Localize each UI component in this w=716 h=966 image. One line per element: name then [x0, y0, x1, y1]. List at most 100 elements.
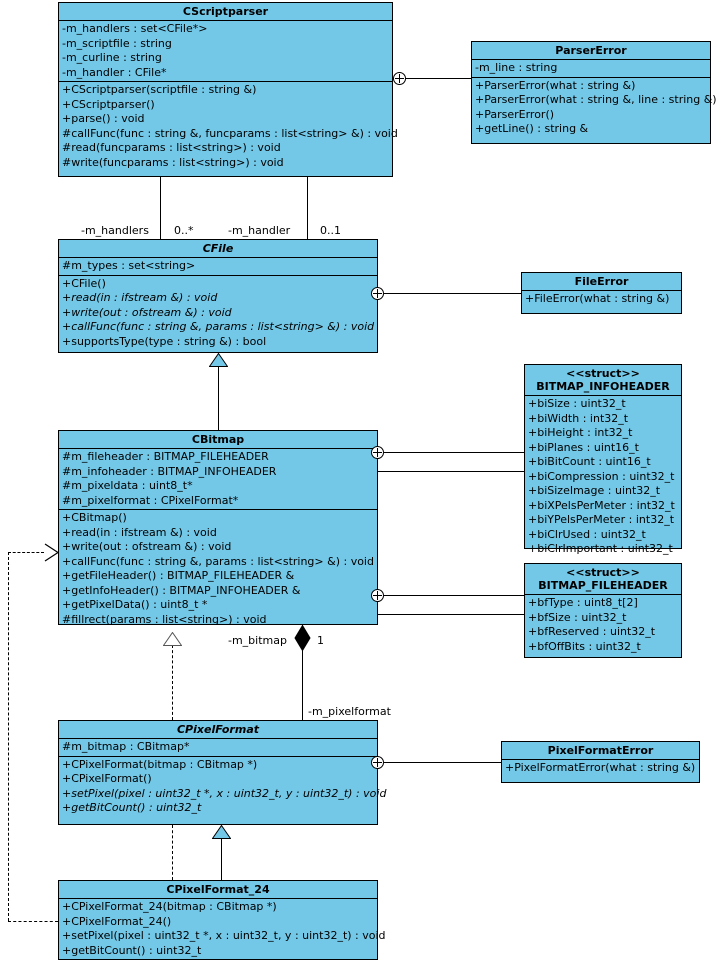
operation: +callFunc(func : string &, params : list…	[62, 320, 375, 333]
attributes-bitmap-infoheader: +biSize : uint32_t +biWidth : int32_t +b…	[525, 396, 681, 558]
class-title-bitmap-infoheader: BITMAP_INFOHEADER	[536, 380, 670, 393]
attribute: +bfSize : uint32_t	[528, 610, 627, 624]
stereotype-struct-infoheader: <<struct>>	[566, 367, 640, 380]
dependency-cpf24-cbitmap-bottom	[8, 921, 58, 922]
operation: +CPixelFormat_24()	[62, 914, 172, 928]
label-bitmap-mult: 1	[317, 634, 324, 647]
realization-cpf24-dashed-vertical	[172, 645, 173, 720]
class-title-cbitmap: CBitmap	[191, 433, 245, 446]
attribute: #m_infoheader : BITMAP_INFOHEADER	[62, 464, 277, 478]
generalization-cbitmap-cfile-line	[218, 366, 219, 430]
operation: +ParserError(what : string &)	[475, 78, 636, 92]
operations-parsererror: +ParserError(what : string &) +ParserErr…	[472, 78, 716, 138]
generalization-cpf24-cpf-line	[221, 838, 222, 880]
attributes-bitmap-fileheader: +bfType : uint8_t[2] +bfSize : uint32_t …	[525, 595, 681, 655]
anchor-icon-parsererror	[393, 72, 406, 85]
generalization-triangle-cpixelformat	[212, 825, 231, 839]
operation: +CScriptparser()	[62, 97, 155, 111]
class-pixelformaterror[interactable]: PixelFormatError +PixelFormatError(what …	[501, 741, 700, 783]
attribute: +biClrUsed : uint32_t	[528, 527, 646, 541]
class-parsererror[interactable]: ParserError -m_line : string +ParserErro…	[471, 41, 716, 144]
class-cscriptparser[interactable]: CScriptparser -m_handlers : set<CFile*> …	[58, 2, 398, 177]
attribute: #m_types : set<string>	[62, 259, 196, 272]
attribute: +biWidth : int32_t	[528, 411, 629, 425]
label-handlers-role: -m_handlers	[81, 224, 149, 237]
class-title-fileerror: FileError	[574, 275, 629, 288]
connector-infoheader-bottom	[378, 471, 524, 472]
connector-pixelformaterror	[384, 762, 501, 763]
attribute: -m_scriptfile : string	[62, 36, 172, 50]
attribute: +bfOffBits : uint32_t	[528, 639, 641, 653]
dependency-arrowhead	[44, 543, 60, 562]
attributes-cpixelformat: #m_bitmap : CBitmap*	[59, 739, 377, 756]
composition-pixelformat-line	[302, 625, 303, 720]
class-title-bitmap-fileheader: BITMAP_FILEHEADER	[538, 579, 668, 592]
operation: +read(in : ifstream &) : void	[62, 525, 217, 539]
connector-parsererror	[399, 78, 471, 79]
label-handlers-mult: 0..*	[174, 224, 194, 237]
realization-cpf24-dashed-lower	[172, 825, 173, 880]
class-fileerror[interactable]: FileError +FileError(what : string &)	[521, 272, 682, 314]
class-cpixelformat[interactable]: CPixelFormat #m_bitmap : CBitmap* +CPixe…	[58, 720, 386, 825]
connector-fileheader-top	[384, 595, 524, 596]
association-handler-line	[307, 177, 308, 239]
dependency-cpf24-cbitmap-top	[8, 552, 44, 553]
operations-cscriptparser: +CScriptparser(scriptfile : string &) +C…	[59, 82, 398, 171]
connector-fileerror	[384, 293, 521, 294]
attribute: #m_bitmap : CBitmap*	[62, 740, 190, 753]
operation: #read(funcparams : list<string>) : void	[62, 141, 281, 154]
attribute: +biSizeImage : uint32_t	[528, 484, 661, 497]
operation: #callFunc(func : string &, funcparams : …	[62, 126, 398, 140]
operations-cbitmap: +CBitmap() +read(in : ifstream &) : void…	[59, 510, 377, 628]
operation: +write(out : ofstream &) : void	[62, 305, 232, 319]
generalization-triangle-cfile	[209, 353, 228, 367]
dependency-cpf24-cbitmap-vertical	[8, 552, 9, 921]
attribute: -m_line : string	[475, 61, 558, 74]
class-cpixelformat-24[interactable]: CPixelFormat_24 +CPixelFormat_24(bitmap …	[58, 880, 386, 960]
anchor-icon-fileheader	[371, 589, 384, 602]
operations-cpixelformat-24: +CPixelFormat_24(bitmap : CBitmap *) +CP…	[59, 899, 386, 959]
operation: +FileError(what : string &)	[525, 292, 670, 305]
attribute: #m_pixelformat : CPixelFormat*	[62, 493, 239, 507]
class-title-cscriptparser: CScriptparser	[182, 5, 269, 18]
operation: +ParserError(what : string &, line : str…	[475, 93, 716, 106]
operation: +parse() : void	[62, 112, 145, 125]
operation: #write(funcparams : list<string>) : void	[62, 155, 284, 169]
class-title-cpixelformat: CPixelFormat	[176, 723, 260, 736]
operation: +CScriptparser(scriptfile : string &)	[62, 83, 257, 96]
operation: +CBitmap()	[62, 511, 127, 524]
struct-bitmap-infoheader[interactable]: <<struct>> BITMAP_INFOHEADER +biSize : u…	[524, 364, 682, 555]
operation: +CPixelFormat_24(bitmap : CBitmap *)	[62, 900, 277, 913]
attribute: #m_fileheader : BITMAP_FILEHEADER	[62, 450, 269, 463]
operation: +ParserError()	[475, 107, 555, 121]
operations-fileerror: +FileError(what : string &)	[522, 291, 681, 308]
association-handlers-line	[160, 177, 161, 239]
struct-bitmap-fileheader[interactable]: <<struct>> BITMAP_FILEHEADER +bfType : u…	[524, 563, 682, 658]
operations-cfile: +CFile() +read(in : ifstream &) : void +…	[59, 276, 377, 351]
label-pixelformat-role: -m_pixelformat	[308, 705, 391, 718]
operation: +getLine() : string &	[475, 122, 589, 135]
connector-fileheader-bottom	[378, 614, 524, 615]
operation: +read(in : ifstream &) : void	[62, 291, 218, 304]
class-cfile[interactable]: CFile #m_types : set<string> +CFile() +r…	[58, 239, 378, 353]
attributes-parsererror: -m_line : string	[472, 60, 710, 77]
attribute: #m_pixeldata : uint8_t*	[62, 479, 193, 492]
attribute: +biPlanes : uint16_t	[528, 440, 639, 454]
operation: +write(out : ofstream &) : void	[62, 540, 232, 553]
connector-infoheader-top	[384, 452, 524, 453]
attributes-cbitmap: #m_fileheader : BITMAP_FILEHEADER #m_inf…	[59, 449, 377, 509]
attribute: +biHeight : int32_t	[528, 426, 633, 439]
label-handler-role: -m_handler	[228, 224, 291, 237]
operation: +supportsType(type : string &) : bool	[62, 334, 267, 348]
operation: +PixelFormatError(what : string &)	[505, 761, 696, 774]
label-bitmap-role: -m_bitmap	[228, 634, 287, 647]
anchor-icon-infoheader	[371, 446, 384, 459]
realization-triangle-cbitmap	[163, 632, 182, 646]
attribute: -m_handler : CFile*	[62, 65, 167, 79]
operation: +CFile()	[62, 276, 106, 290]
operations-pixelformaterror: +PixelFormatError(what : string &)	[502, 760, 699, 777]
class-cbitmap[interactable]: CBitmap #m_fileheader : BITMAP_FILEHEADE…	[58, 430, 378, 628]
operation: +getInfoHeader() : BITMAP_INFOHEADER &	[62, 583, 301, 597]
operation: +CPixelFormat(bitmap : CBitmap *)	[62, 757, 258, 771]
